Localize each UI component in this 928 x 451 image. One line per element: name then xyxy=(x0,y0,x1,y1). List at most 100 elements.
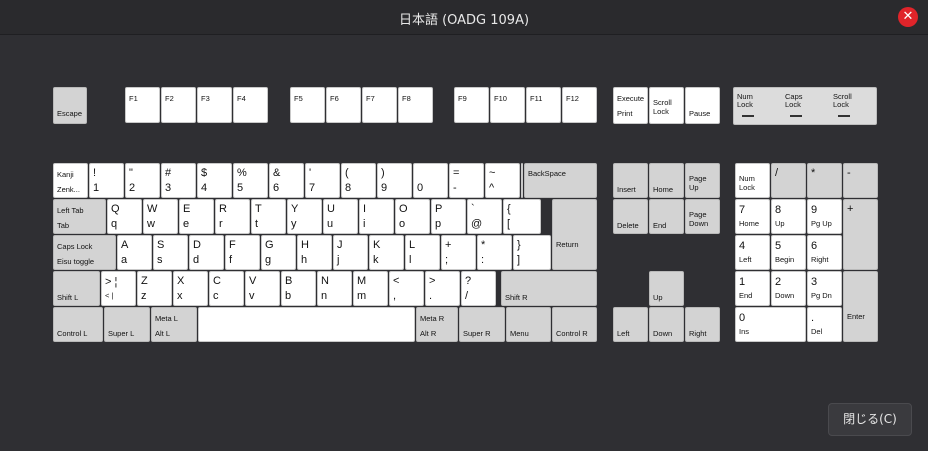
key-caret[interactable]: ~^ xyxy=(485,163,520,198)
key-f5[interactable]: F5 xyxy=(290,87,325,123)
key-escape[interactable]: Escape xyxy=(53,87,87,124)
key-semicolon[interactable]: +; xyxy=(441,235,476,270)
key-up[interactable]: Up xyxy=(649,271,684,306)
key-colon[interactable]: *: xyxy=(477,235,512,270)
key-f11[interactable]: F11 xyxy=(526,87,561,123)
key-menu[interactable]: Menu xyxy=(506,307,551,342)
key-delete[interactable]: Delete xyxy=(613,199,648,234)
key-backspace[interactable]: BackSpace xyxy=(524,163,597,198)
key-lt[interactable]: > ¦< | xyxy=(101,271,136,306)
key-control-r[interactable]: Control R xyxy=(552,307,597,342)
key-kp-enter[interactable]: Enter xyxy=(843,271,878,342)
key-f9[interactable]: F9 xyxy=(454,87,489,123)
key-k2[interactable]: "2 xyxy=(125,163,160,198)
key-k7[interactable]: '7 xyxy=(305,163,340,198)
key-k6[interactable]: &6 xyxy=(269,163,304,198)
key-down[interactable]: Down xyxy=(649,307,684,342)
key-end[interactable]: End xyxy=(649,199,684,234)
key-right[interactable]: Right xyxy=(685,307,720,342)
key-pause[interactable]: Pause xyxy=(685,87,720,124)
key-f12[interactable]: F12 xyxy=(562,87,597,123)
key-k3[interactable]: #3 xyxy=(161,163,196,198)
key-kp-sub[interactable]: - xyxy=(843,163,878,198)
key-k8[interactable]: (8 xyxy=(341,163,376,198)
key-insert[interactable]: Insert xyxy=(613,163,648,198)
key-kp-dec[interactable]: .Del xyxy=(807,307,842,342)
key-home[interactable]: Home xyxy=(649,163,684,198)
key-return[interactable]: Return xyxy=(552,199,597,270)
key-at[interactable]: `@ xyxy=(467,199,502,234)
key-f10[interactable]: F10 xyxy=(490,87,525,123)
key-kp-div[interactable]: / xyxy=(771,163,806,198)
key-lbracket[interactable]: {[ xyxy=(503,199,541,234)
key-k1[interactable]: !1 xyxy=(89,163,124,198)
key-f4[interactable]: F4 xyxy=(233,87,268,123)
key-f6[interactable]: F6 xyxy=(326,87,361,123)
close-button[interactable]: 閉じる(C) xyxy=(828,403,912,436)
key-comma[interactable]: <, xyxy=(389,271,424,306)
close-icon[interactable]: ✕ xyxy=(898,7,918,27)
key-period[interactable]: >. xyxy=(425,271,460,306)
key-super-r[interactable]: Super R xyxy=(459,307,505,342)
key-slash[interactable]: ?/ xyxy=(461,271,496,306)
key-kp-mul[interactable]: * xyxy=(807,163,842,198)
key-kp-add[interactable]: + xyxy=(843,199,878,270)
key-super-l[interactable]: Super L xyxy=(104,307,150,342)
key-k0[interactable]: 0 xyxy=(413,163,448,198)
key-left[interactable]: Left xyxy=(613,307,648,342)
key-minus[interactable]: =- xyxy=(449,163,484,198)
key-f7[interactable]: F7 xyxy=(362,87,397,123)
key-rbracket[interactable]: }] xyxy=(513,235,551,270)
key-k5[interactable]: %5 xyxy=(233,163,268,198)
key-shift-l[interactable]: Shift L xyxy=(53,271,100,306)
key-k9[interactable]: )9 xyxy=(377,163,412,198)
key-f1[interactable]: F1 xyxy=(125,87,160,123)
key-control-l[interactable]: Control L xyxy=(53,307,103,342)
key-yen[interactable] xyxy=(521,163,523,198)
key-f2[interactable]: F2 xyxy=(161,87,196,123)
key-f8[interactable]: F8 xyxy=(398,87,433,123)
